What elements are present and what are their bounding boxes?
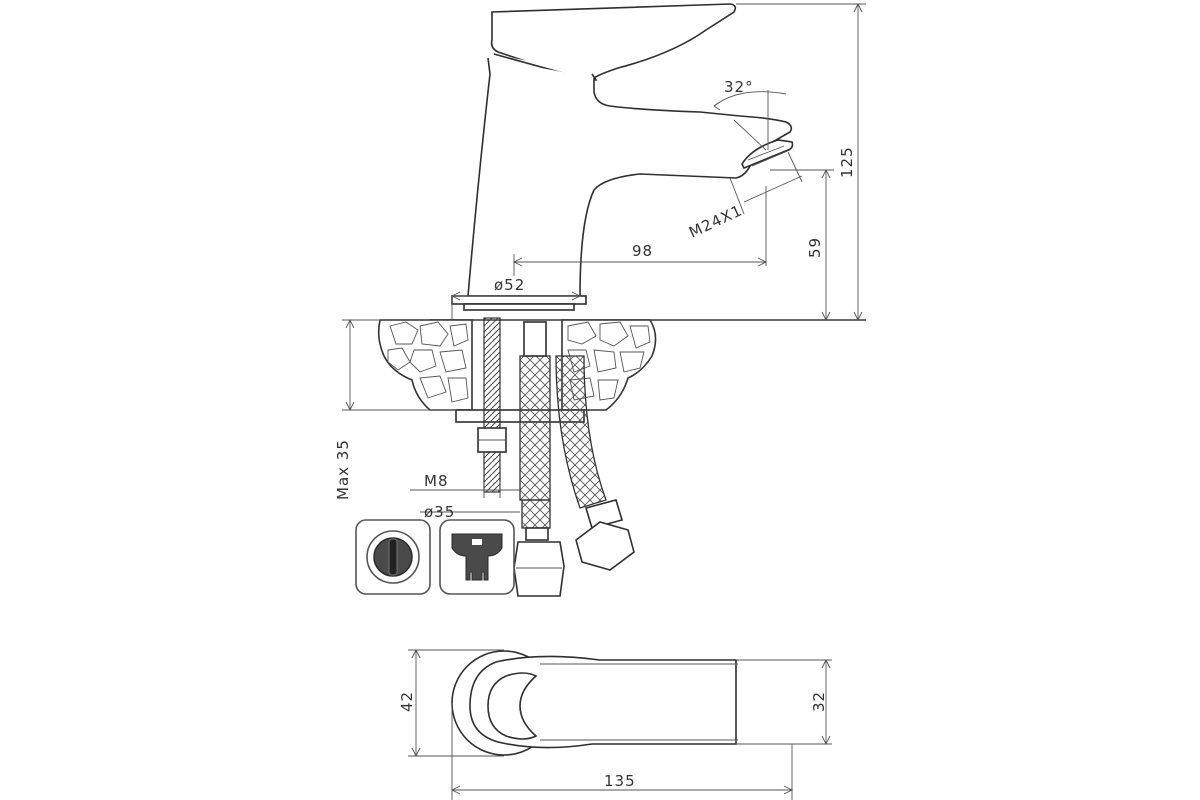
dim-max-countertop: Max 35: [334, 318, 456, 500]
dim-52-label: ø52: [494, 276, 525, 294]
threaded-stud: [477, 317, 507, 493]
dim-42-label: 42: [398, 691, 416, 712]
dim-125-label: 125: [838, 146, 856, 178]
dim-m24-label: M24X1: [686, 201, 745, 241]
dim-top-spout-width: 32: [792, 658, 832, 746]
faucet-side-view: [430, 3, 866, 321]
dim-top-length: 135: [450, 703, 794, 800]
dim-135-label: 135: [604, 772, 636, 790]
dim-total-height: 125: [736, 2, 866, 322]
dim-98-label: 98: [632, 242, 653, 260]
round-button-icon: [355, 519, 431, 595]
base-flange: [451, 295, 587, 305]
faucet-handle: [490, 3, 737, 79]
aerator: [741, 139, 794, 170]
aerator-key-icon: [439, 519, 515, 595]
dim-max35-label: Max 35: [334, 439, 352, 500]
dim-base-diameter: ø52: [450, 276, 582, 320]
dim-32-width-label: 32: [810, 691, 828, 712]
dim-spout-reach: 98: [512, 186, 768, 276]
dim-top-depth: 42: [398, 648, 504, 758]
faucet-top-view: [451, 650, 792, 756]
hose-nut-right: [575, 521, 635, 571]
hose-nut-left: [513, 541, 565, 597]
countertop-section: [377, 319, 657, 423]
dim-aerator-angle: 32°: [713, 78, 787, 151]
dim-m8-label: M8: [424, 472, 449, 490]
dim-stud-thread: M8: [410, 472, 520, 498]
dim-59-label: 59: [806, 237, 824, 258]
supply-hoses: [513, 321, 635, 597]
dim-35-label: ø35: [424, 503, 455, 521]
dim-32-label: 32°: [724, 78, 754, 96]
dim-hole-diameter: ø35: [420, 503, 520, 521]
stone-left: [377, 319, 473, 411]
dim-spout-height: 59: [770, 168, 834, 322]
